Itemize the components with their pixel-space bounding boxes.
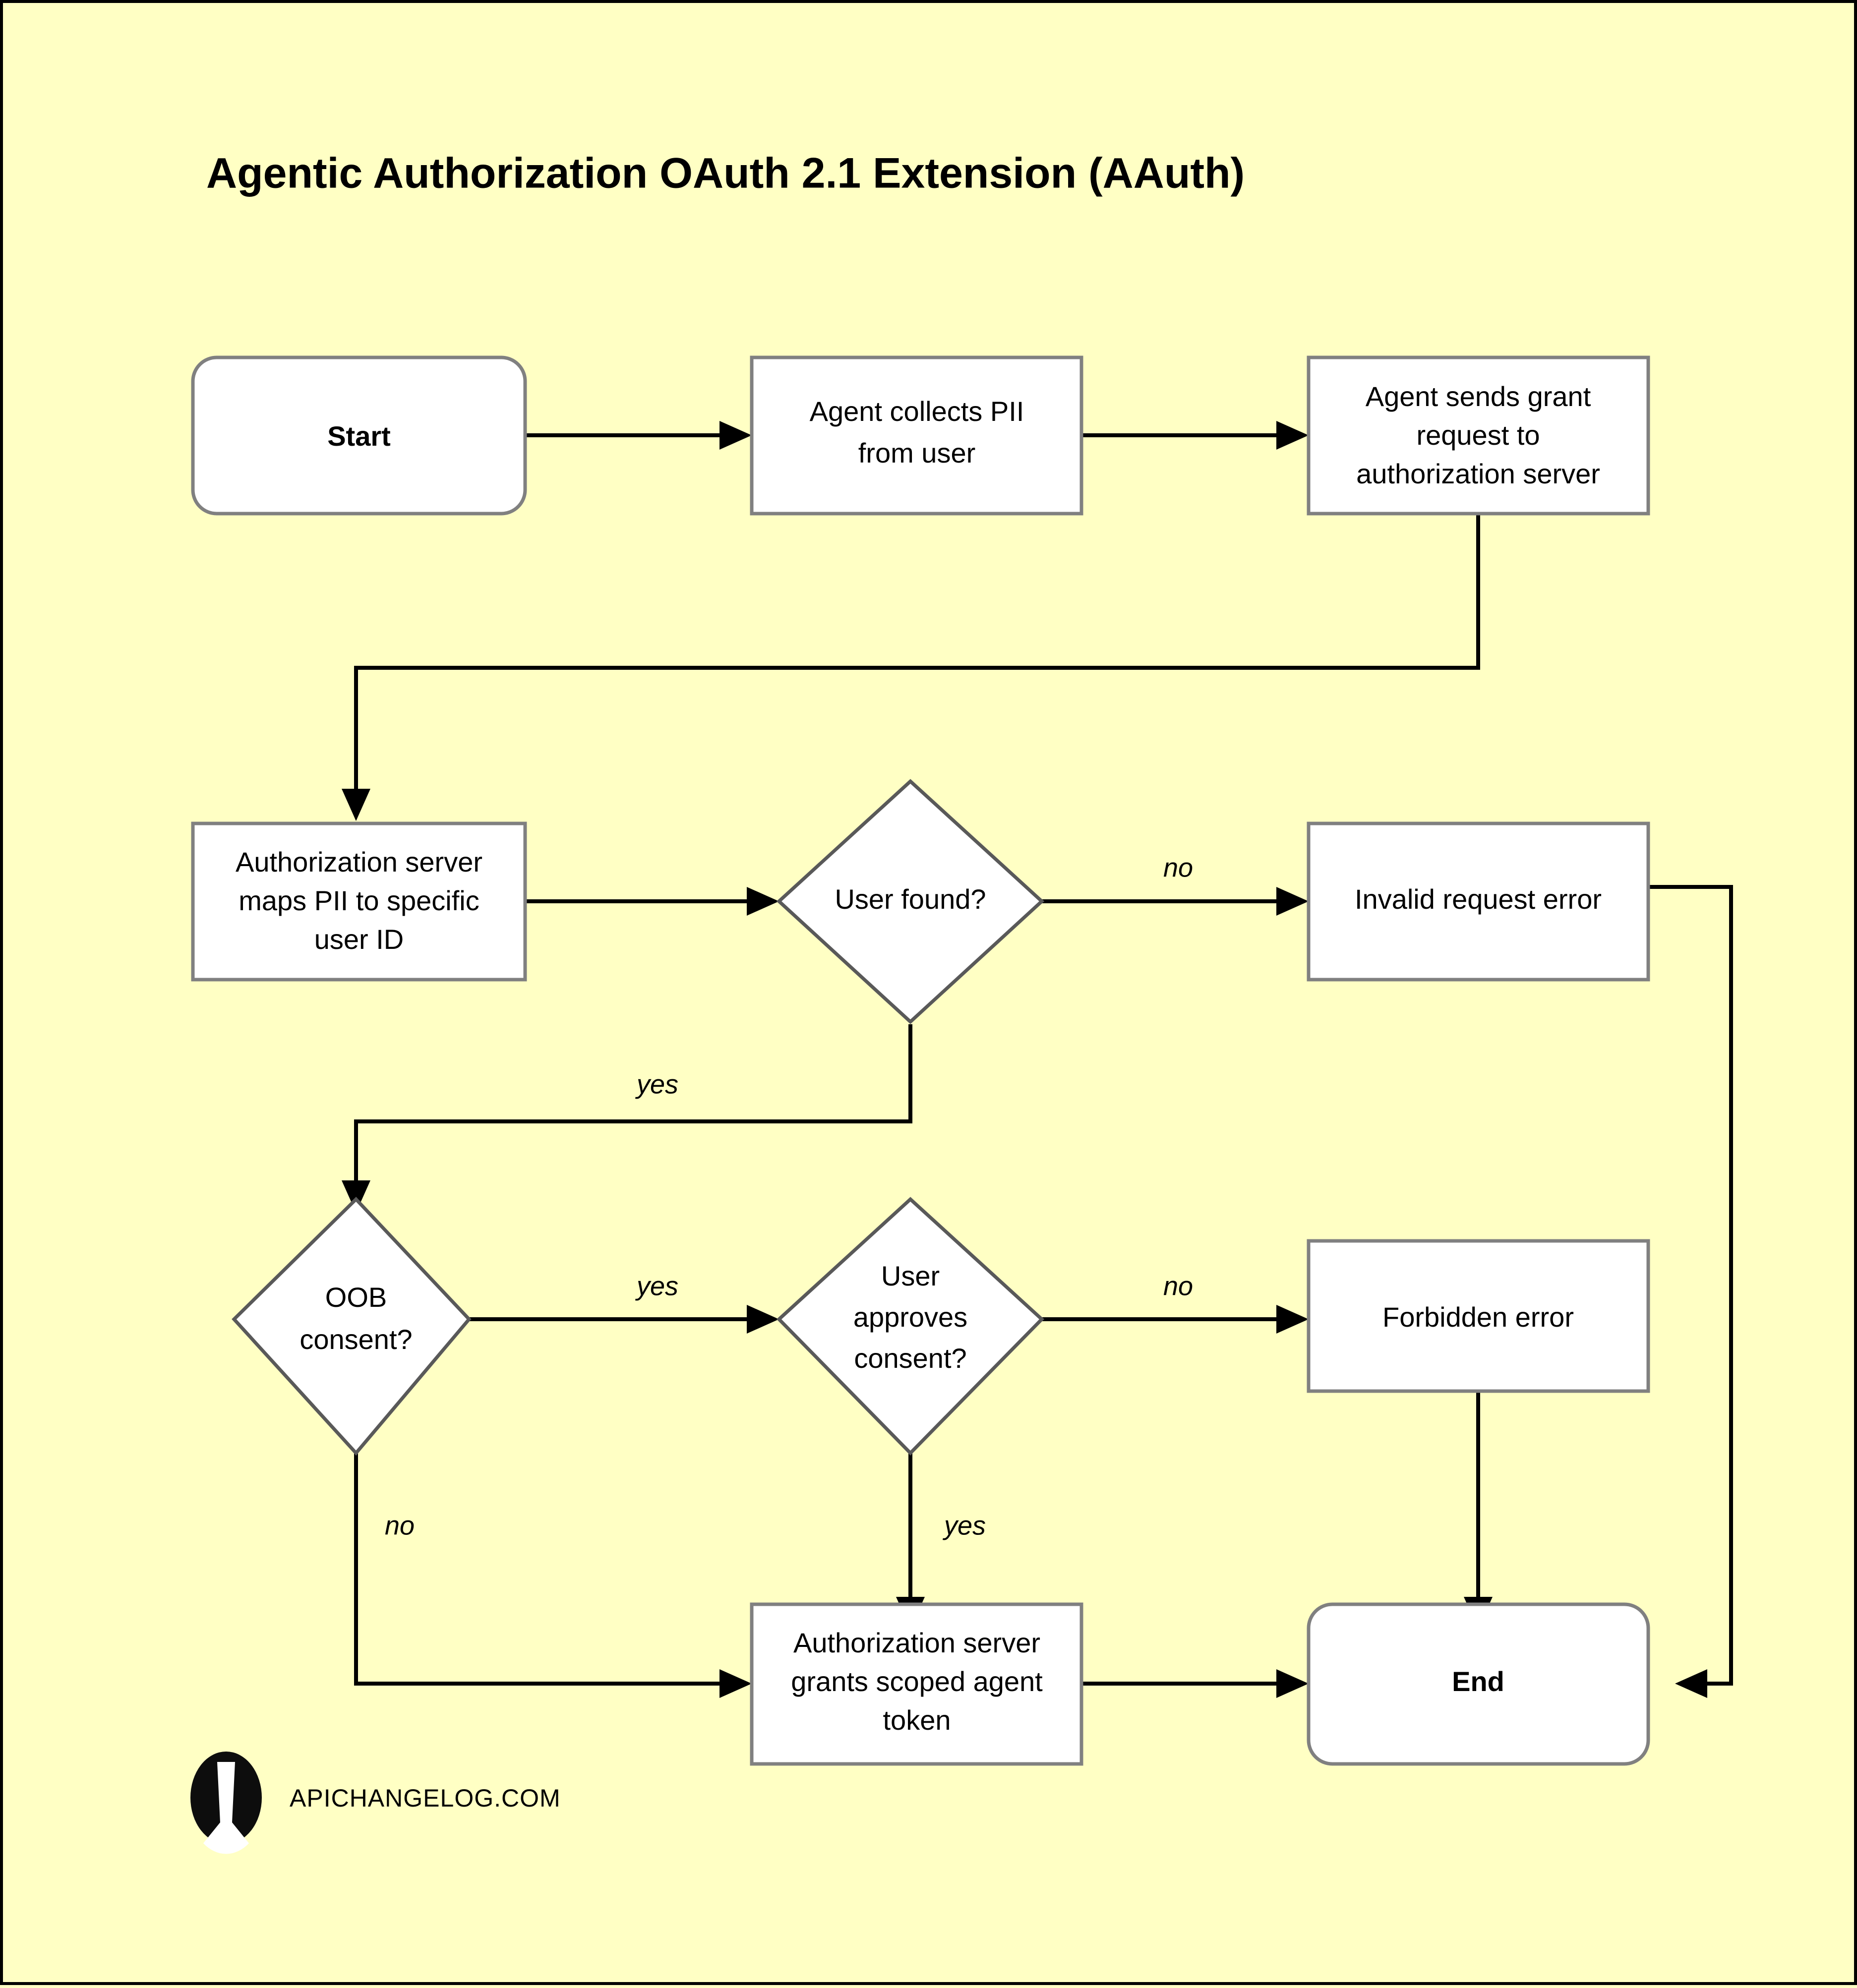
node-layer: Start Agent collects PII from user Agent… xyxy=(191,355,1650,1766)
arrowhead-icon xyxy=(719,1669,752,1698)
edge-oob-consent-no-to-grant-token: no xyxy=(354,1453,752,1698)
arrowhead-icon xyxy=(342,1180,370,1213)
node-user-approves-label-line1: User xyxy=(881,1260,940,1291)
edge-invalid-request-to-end xyxy=(1649,885,1733,1698)
node-agent-collects-pii-label-line1: Agent collects PII xyxy=(810,396,1024,427)
node-forbidden-error[interactable]: Forbidden error xyxy=(1307,1239,1650,1393)
arrowhead-icon xyxy=(1675,1669,1707,1698)
arrowhead-icon xyxy=(342,789,370,821)
node-agent-sends-grant-label-line3: authorization server xyxy=(1356,458,1600,489)
edge-grant-token-to-end xyxy=(1081,1669,1309,1698)
node-user-found-label: User found? xyxy=(835,883,986,915)
node-maps-pii-label-line3: user ID xyxy=(314,924,404,955)
node-end[interactable]: End xyxy=(1307,1602,1650,1766)
node-grant-token-label-line1: Authorization server xyxy=(793,1627,1040,1658)
node-start[interactable]: Start xyxy=(191,355,527,516)
arrowhead-icon xyxy=(719,421,752,450)
edge-send-grant-to-map-pii xyxy=(342,509,1480,821)
edge-layer: no yes yes no xyxy=(342,421,1733,1698)
footer-brand-text: APICHANGELOG.COM xyxy=(290,1784,561,1812)
arrowhead-icon xyxy=(1276,887,1309,916)
node-agent-sends-grant-label-line2: request to xyxy=(1416,419,1540,451)
arrowhead-icon xyxy=(1276,421,1309,450)
node-authorization-server-maps-pii[interactable]: Authorization server maps PII to specifi… xyxy=(191,821,527,982)
node-agent-collects-pii-label-line2: from user xyxy=(858,437,976,468)
node-maps-pii-label-line1: Authorization server xyxy=(236,846,482,877)
node-agent-sends-grant-request[interactable]: Agent sends grant request to authorizati… xyxy=(1307,355,1650,516)
flowchart-canvas: Agentic Authorization OAuth 2.1 Extensio… xyxy=(190,150,1733,1854)
edge-forbidden-to-end xyxy=(1464,1391,1493,1629)
node-invalid-request-error-label: Invalid request error xyxy=(1355,883,1602,915)
node-grant-token-label-line3: token xyxy=(883,1704,951,1736)
node-user-approves-consent-decision[interactable]: User approves consent? xyxy=(776,1197,1045,1456)
edge-label-oob-consent-yes: yes xyxy=(635,1271,678,1301)
edge-user-found-yes-to-oob-consent: yes xyxy=(342,1024,912,1213)
arrowhead-icon xyxy=(747,887,779,916)
arrowhead-icon xyxy=(1276,1669,1309,1698)
edge-label-user-approves-yes: yes xyxy=(942,1511,986,1540)
node-grant-token-label-line2: grants scoped agent xyxy=(791,1666,1043,1697)
node-maps-pii-label-line2: maps PII to specific xyxy=(239,885,479,916)
edge-oob-consent-yes-to-user-approves: yes xyxy=(469,1271,779,1334)
node-forbidden-error-label: Forbidden error xyxy=(1382,1301,1574,1333)
node-user-found-decision[interactable]: User found? xyxy=(776,779,1045,1024)
edge-start-to-collect-pii xyxy=(525,421,752,450)
edge-label-user-found-yes: yes xyxy=(635,1069,678,1099)
apichangelog-logo-icon xyxy=(190,1752,262,1854)
page-title: Agentic Authorization OAuth 2.1 Extensio… xyxy=(206,150,1245,197)
arrowhead-icon xyxy=(1276,1305,1309,1334)
node-agent-sends-grant-label-line1: Agent sends grant xyxy=(1366,381,1591,412)
edge-collect-pii-to-send-grant xyxy=(1081,421,1309,450)
node-oob-consent-decision[interactable]: OOB consent? xyxy=(232,1196,472,1456)
node-grants-scoped-agent-token[interactable]: Authorization server grants scoped agent… xyxy=(750,1602,1083,1766)
footer-brand: APICHANGELOG.COM xyxy=(190,1752,561,1854)
edge-label-user-approves-no: no xyxy=(1163,1271,1193,1301)
node-user-approves-label-line3: consent? xyxy=(854,1343,966,1374)
edge-user-approves-no-to-forbidden: no xyxy=(1042,1271,1309,1334)
node-oob-consent-label-line2: consent? xyxy=(300,1324,412,1355)
node-oob-consent-label-line1: OOB xyxy=(325,1282,387,1313)
edge-label-user-found-no: no xyxy=(1163,853,1193,882)
node-end-label: End xyxy=(1452,1666,1504,1697)
node-agent-collects-pii[interactable]: Agent collects PII from user xyxy=(750,355,1083,516)
edge-user-found-no-to-invalid-request: no xyxy=(1042,853,1309,916)
edge-label-oob-consent-no: no xyxy=(385,1511,415,1540)
node-start-label: Start xyxy=(327,420,391,452)
arrowhead-icon xyxy=(747,1305,779,1334)
node-user-approves-label-line2: approves xyxy=(853,1301,967,1333)
node-invalid-request-error[interactable]: Invalid request error xyxy=(1307,821,1650,982)
edge-map-pii-to-user-found xyxy=(525,887,779,916)
